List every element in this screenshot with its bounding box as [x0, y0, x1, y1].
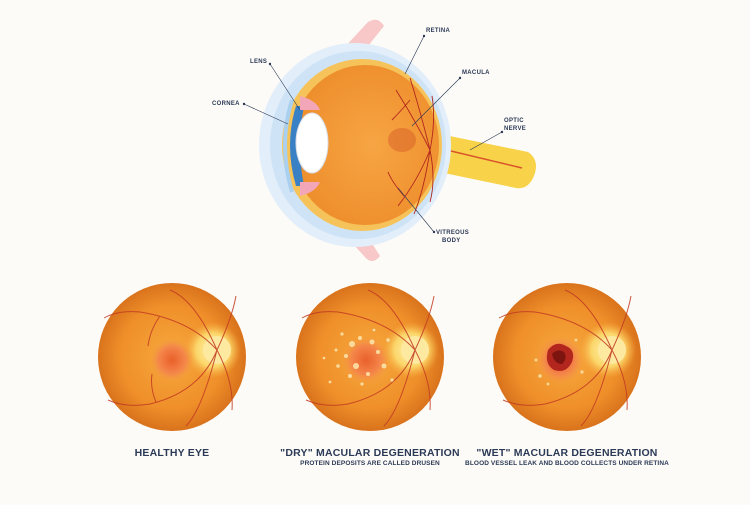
- caption-wet: "WET" MACULAR DEGENERATION BLOOD VESSEL …: [457, 447, 677, 467]
- fundus-dry-amd: [296, 283, 444, 431]
- eye-cross-section: [242, 19, 536, 261]
- fundus-wet-amd: [493, 283, 641, 431]
- label-optic-nerve: OPTIC NERVE: [504, 117, 526, 133]
- label-lens: LENS: [250, 59, 268, 65]
- caption-dry: "DRY" MACULAR DEGENERATION PROTEIN DEPOS…: [270, 447, 470, 467]
- caption-dry-subtitle: PROTEIN DEPOSITS ARE CALLED DRUSEN: [300, 460, 440, 467]
- lens: [295, 112, 329, 174]
- fundus-healthy: [98, 283, 246, 431]
- ciliary-body-top: [300, 96, 320, 110]
- leader-lines: [243, 35, 503, 233]
- label-vitreous-body: VITREOUS BODY: [436, 229, 469, 245]
- caption-healthy: HEALTHY EYE: [92, 447, 252, 459]
- caption-wet-title: "WET" MACULAR DEGENERATION: [476, 447, 658, 459]
- label-vitreous-line1: VITREOUS: [436, 230, 470, 236]
- retinal-vessels: [387, 77, 435, 215]
- label-optic-nerve-line2: NERVE: [504, 126, 527, 132]
- leader-dots: [242, 34, 504, 234]
- drusen-deposits: [322, 328, 394, 386]
- cornea-edge: [283, 99, 294, 193]
- macula: [342, 336, 390, 384]
- fundus-vessels: [103, 289, 237, 427]
- vitreous-body: [291, 65, 439, 225]
- caption-dry-title: "DRY" MACULAR DEGENERATION: [280, 447, 460, 459]
- label-vitreous-line2: BODY: [442, 238, 461, 244]
- caption-wet-subtitle: BLOOD VESSEL LEAK AND BLOOD COLLECTS UND…: [465, 460, 669, 467]
- wet-deposits: [534, 338, 584, 386]
- caption-healthy-title: HEALTHY EYE: [134, 447, 210, 459]
- label-cornea: CORNEA: [212, 101, 240, 107]
- label-macula: MACULA: [462, 70, 490, 76]
- label-optic-nerve-line1: OPTIC: [504, 118, 524, 124]
- label-retina: RETINA: [426, 28, 451, 34]
- blood-leak-core: [552, 350, 566, 364]
- ciliary-body-bottom: [300, 182, 320, 196]
- fundus-vessels: [301, 289, 435, 427]
- macula: [150, 338, 194, 382]
- macula-spot: [388, 128, 416, 152]
- fundus-vessels: [498, 289, 632, 427]
